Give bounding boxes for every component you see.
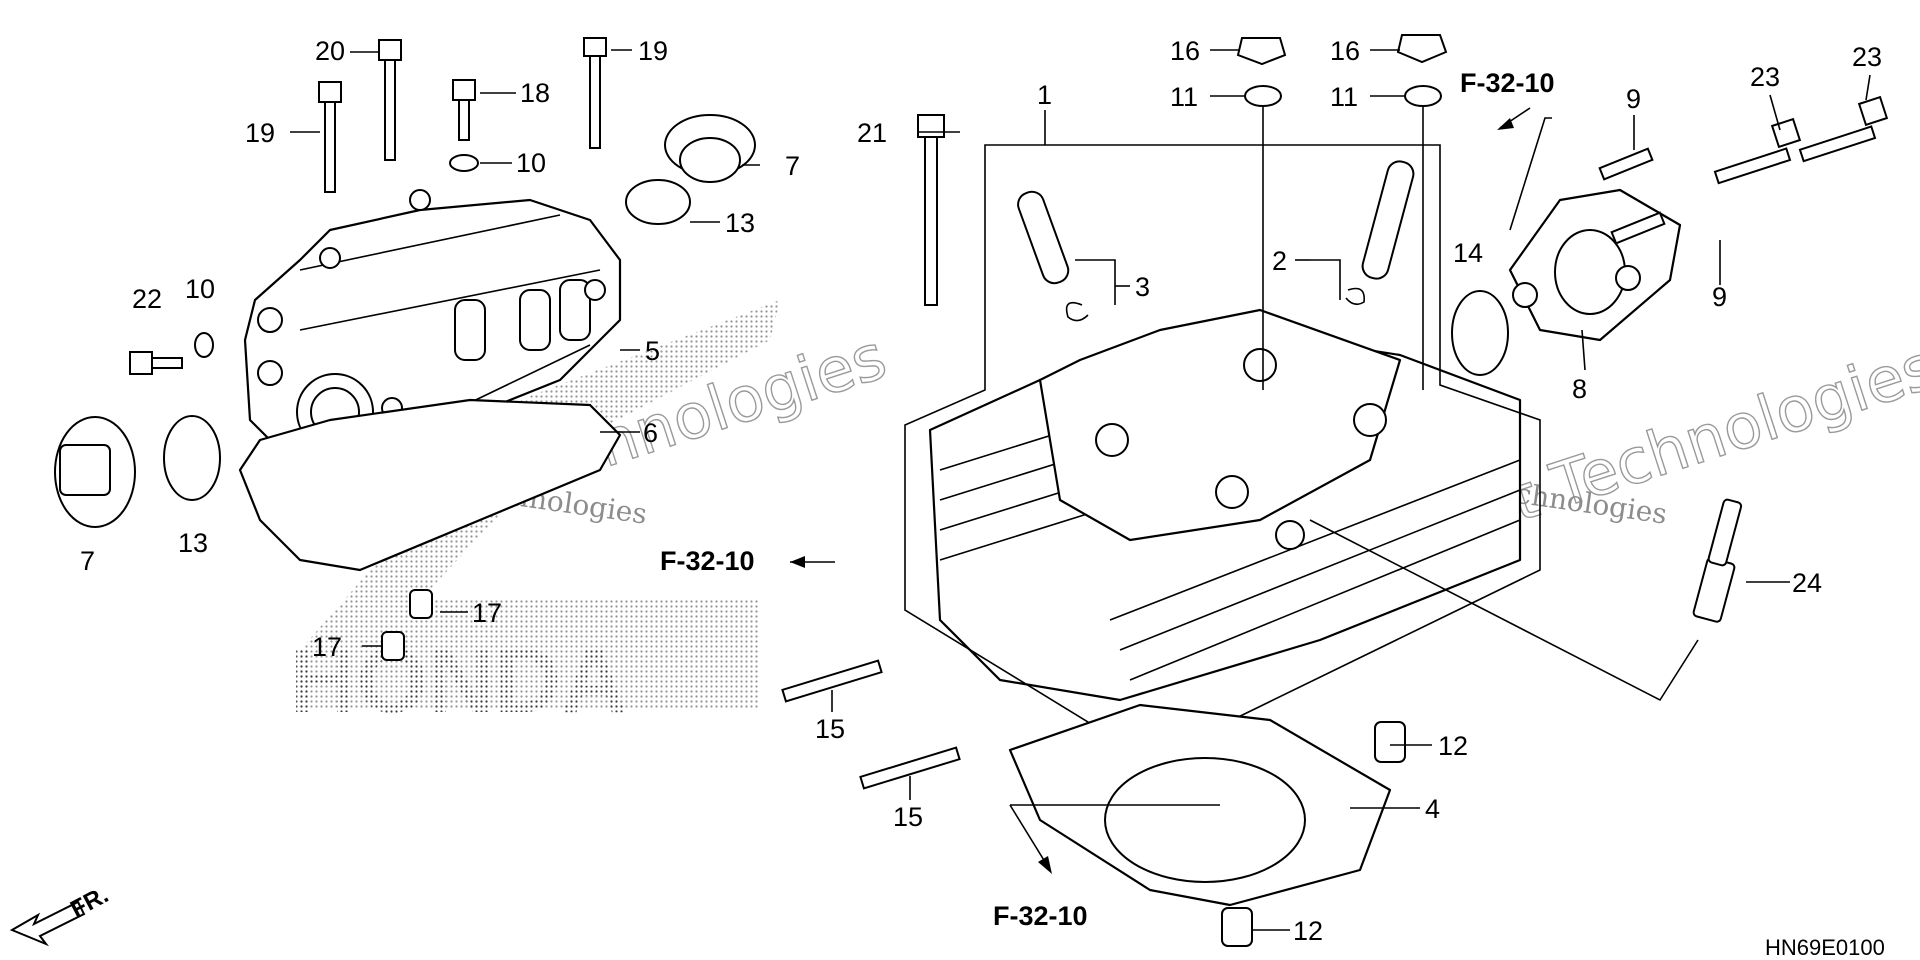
reference-left[interactable]: F-32-10 [660, 546, 755, 576]
washer-10-left[interactable] [194, 332, 214, 358]
stud-9-lower[interactable] [1610, 211, 1666, 245]
washer-11-right[interactable] [1404, 85, 1442, 107]
callout-3: 3 [1135, 272, 1150, 302]
callout-6: 6 [643, 418, 658, 448]
callout-19-right: 19 [638, 36, 668, 66]
callout-9-top: 9 [1626, 84, 1641, 114]
callout-15-upper: 15 [815, 714, 845, 744]
washer-10-top[interactable] [449, 154, 479, 172]
callout-4: 4 [1425, 794, 1440, 824]
callout-23-left: 23 [1750, 62, 1780, 92]
callout-10-left: 10 [185, 274, 215, 304]
callout-8: 8 [1572, 374, 1587, 404]
bolt-19-right[interactable] [583, 37, 607, 149]
o-ring-13-right[interactable] [625, 179, 691, 225]
bolt-23-left[interactable] [1713, 117, 1802, 185]
stud-15-lower[interactable] [859, 746, 961, 790]
callouts: 20 19 18 19 10 10 22 7 13 5 6 7 13 17 17… [80, 36, 1882, 946]
nut-16-right[interactable] [1396, 34, 1448, 64]
dowel-17-a[interactable] [409, 589, 433, 619]
stud-9-upper[interactable] [1598, 147, 1654, 181]
callout-15-lower: 15 [893, 802, 923, 832]
leader-lines [290, 49, 1871, 931]
washer-11-left[interactable] [1244, 85, 1282, 107]
valve-guide-2[interactable] [1360, 159, 1416, 282]
bolt-23-right[interactable] [1798, 95, 1889, 163]
reference-bottom[interactable]: F-32-10 [993, 901, 1088, 931]
o-ring-14[interactable] [1451, 290, 1509, 376]
dowel-12-upper[interactable] [1374, 721, 1406, 763]
spark-plug[interactable] [1692, 498, 1743, 623]
reference-top-right[interactable]: F-32-10 [1460, 68, 1555, 98]
cover-gasket[interactable] [238, 398, 622, 572]
callout-19-left: 19 [245, 118, 275, 148]
oil-filler-cap-right[interactable] [664, 114, 756, 183]
o-ring-13-left[interactable] [163, 415, 221, 501]
callout-2: 2 [1272, 246, 1287, 276]
callout-7-right: 7 [785, 151, 800, 181]
callout-21: 21 [857, 118, 887, 148]
nut-16-left[interactable] [1236, 37, 1287, 66]
callout-12-upper: 12 [1438, 731, 1468, 761]
bolt-20[interactable] [378, 39, 402, 161]
callout-24: 24 [1792, 568, 1822, 598]
callout-11-left: 11 [1170, 82, 1198, 112]
callout-22: 22 [132, 284, 162, 314]
callout-17-right: 17 [472, 598, 502, 628]
callout-10-top: 10 [516, 148, 546, 178]
bolt-21[interactable] [917, 114, 945, 306]
watermark-brand: HONDA [290, 630, 627, 732]
cylinder-head[interactable] [928, 308, 1522, 702]
front-arrow-icon [9, 900, 86, 947]
callout-16-left: 16 [1170, 36, 1200, 66]
callout-11-right: 11 [1330, 82, 1358, 112]
callout-17-left: 17 [312, 632, 342, 662]
oil-filler-cap-left[interactable] [54, 416, 136, 528]
callout-13-right: 13 [725, 208, 755, 238]
bolt-22[interactable] [129, 351, 183, 375]
callout-9-bottom: 9 [1712, 282, 1727, 312]
valve-guide-3[interactable] [1015, 188, 1072, 286]
insulator-8[interactable] [1508, 188, 1682, 342]
callout-1: 1 [1037, 80, 1052, 110]
cylinder-head-cover[interactable] [243, 189, 622, 482]
dowel-17-b[interactable] [381, 631, 405, 661]
callout-23-right: 23 [1852, 42, 1882, 72]
callout-7-left: 7 [80, 546, 95, 576]
assembly-outline [904, 144, 1541, 761]
diagram-code: HN69E0100 [1765, 935, 1885, 960]
clip-2[interactable] [1345, 287, 1365, 306]
dowel-12-lower[interactable] [1221, 907, 1253, 947]
callout-20: 20 [315, 36, 345, 66]
callout-5: 5 [645, 336, 660, 366]
clip-3[interactable] [1065, 301, 1089, 322]
callout-13-left: 13 [178, 528, 208, 558]
callout-14: 14 [1453, 238, 1483, 268]
front-direction-arrow: FR. [9, 881, 113, 947]
bolt-19-left[interactable] [318, 81, 342, 193]
head-gasket-bore [1104, 757, 1306, 883]
callout-16-right: 16 [1330, 36, 1360, 66]
stud-15-upper[interactable] [781, 659, 883, 703]
callout-18: 18 [520, 78, 550, 108]
bolt-18[interactable] [452, 79, 476, 141]
callout-12-lower: 12 [1293, 916, 1323, 946]
